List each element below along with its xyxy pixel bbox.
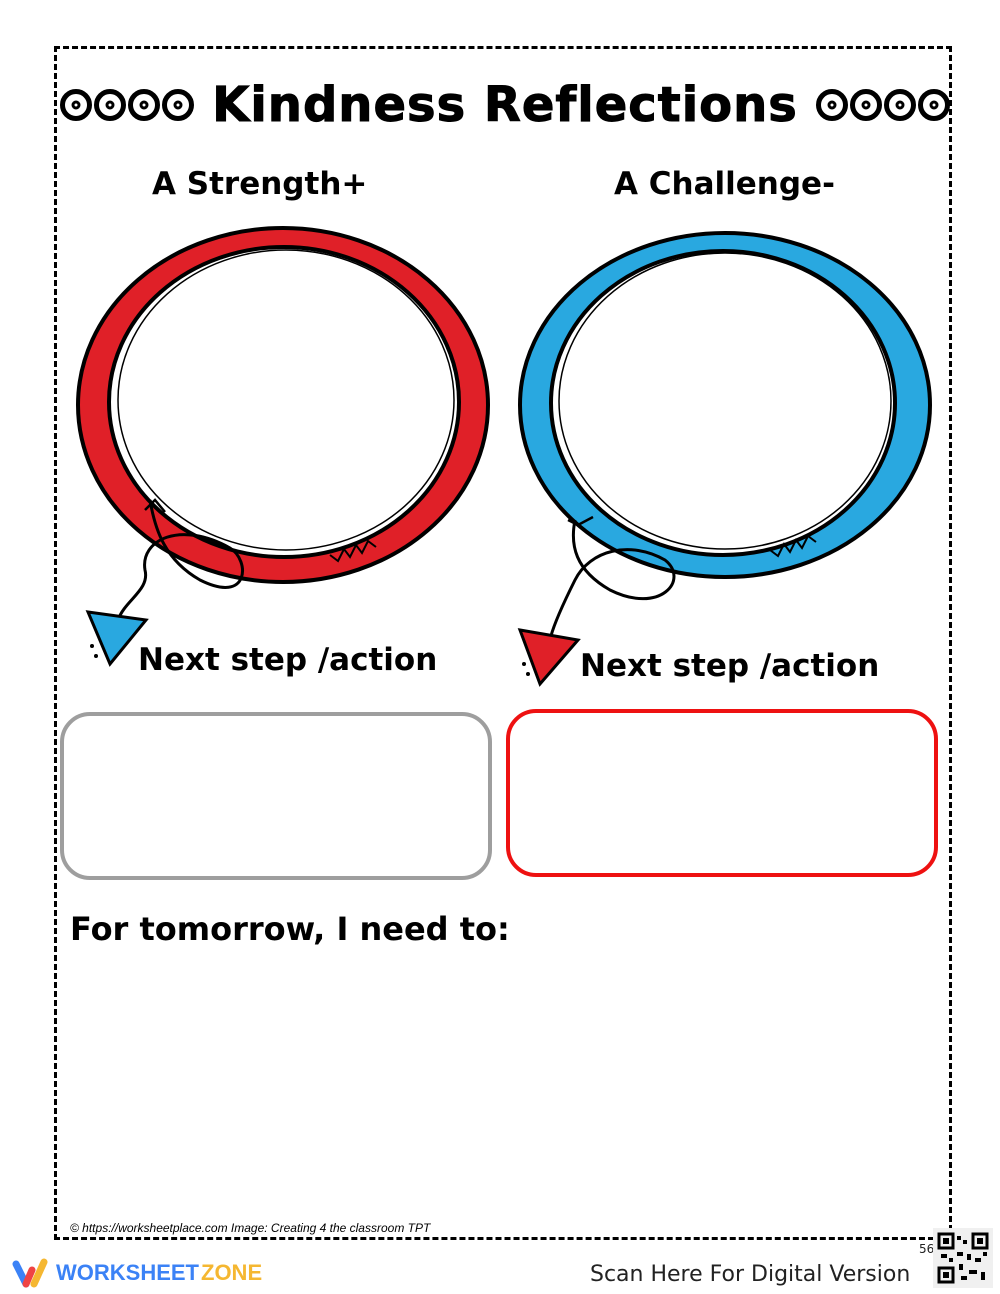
challenge-circle[interactable] (518, 231, 932, 579)
decorative-eyes-left (60, 89, 194, 121)
next-step-right-label: Next step /action (580, 648, 880, 684)
next-step-right-box[interactable] (506, 709, 938, 877)
page-title: Kindness Reflections (212, 77, 798, 134)
tomorrow-label: For tomorrow, I need to: (70, 910, 510, 948)
eye-icon (815, 89, 848, 121)
strength-label: A Strength+ (152, 166, 368, 202)
eye-icon (162, 89, 194, 121)
title-row: Kindness Reflections (60, 70, 950, 140)
strength-circle[interactable] (76, 226, 490, 584)
brand-name-part1: WORKSHEET (56, 1260, 199, 1285)
page-border (54, 46, 952, 1240)
qr-code[interactable] (933, 1228, 993, 1288)
brand-logo[interactable]: WORKSHEET ZONE (12, 1258, 262, 1288)
next-step-left-label: Next step /action (138, 642, 438, 678)
eye-icon (883, 89, 916, 121)
page-number: 56 (919, 1242, 935, 1256)
eye-icon (94, 89, 126, 121)
scan-text: Scan Here For Digital Version (590, 1262, 911, 1287)
challenge-label: A Challenge- (614, 166, 835, 202)
eye-icon (917, 89, 950, 121)
brand-name-part2: ZONE (201, 1260, 263, 1285)
copyright-text: © https://worksheetplace.com Image: Crea… (70, 1221, 431, 1235)
eye-icon (128, 89, 160, 121)
arrow-left-icon (85, 498, 244, 667)
arrow-right-icon (517, 515, 676, 687)
brand-w-icon (12, 1258, 48, 1288)
decorative-eyes-right (815, 89, 950, 121)
eye-icon (60, 89, 92, 121)
next-step-left-box[interactable] (60, 712, 492, 880)
eye-icon (849, 89, 882, 121)
